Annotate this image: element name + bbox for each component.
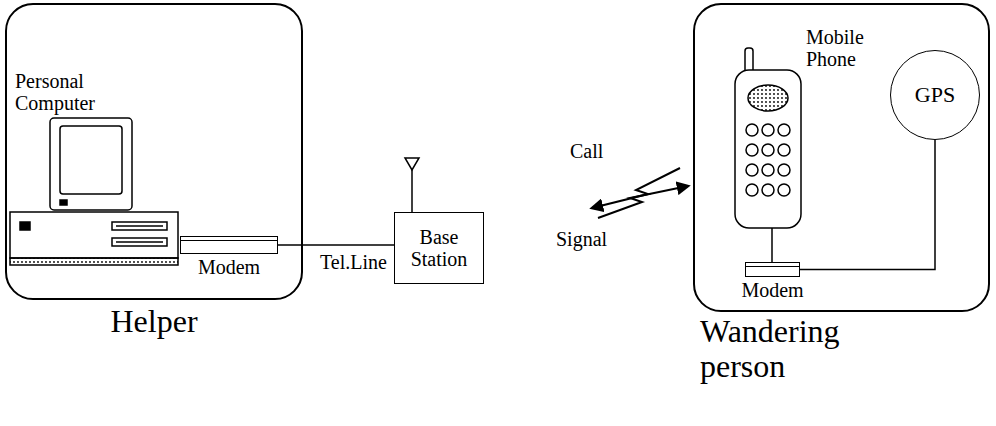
phone-illustration (735, 48, 801, 262)
group-box: Wandering personGPSModem (693, 3, 990, 312)
modem-box: Modem (745, 262, 800, 277)
box-heading: Wandering person (700, 314, 900, 384)
device-label: Personal Computer (15, 70, 135, 114)
box-text: Base Station (399, 226, 479, 270)
modem-box: Modem (180, 236, 278, 254)
device-label: Mobile Phone (806, 26, 901, 70)
box-heading: Modem (741, 279, 803, 301)
computer-illustration (10, 118, 178, 265)
antenna-symbol (405, 158, 419, 212)
station-box: Base Station (394, 212, 484, 284)
connector-line (278, 244, 394, 246)
box-heading: Helper (110, 304, 197, 339)
line-label: Tel.Line (318, 251, 389, 273)
gps-circle: GPS (890, 50, 980, 140)
signal-label: Call (570, 140, 650, 162)
box-text: GPS (915, 83, 955, 107)
signal-label: Signal (556, 228, 646, 250)
group-box: HelperModem (5, 3, 303, 300)
box-heading: Modem (198, 256, 260, 278)
connector-line (800, 140, 935, 270)
radio-bolt (592, 168, 688, 218)
